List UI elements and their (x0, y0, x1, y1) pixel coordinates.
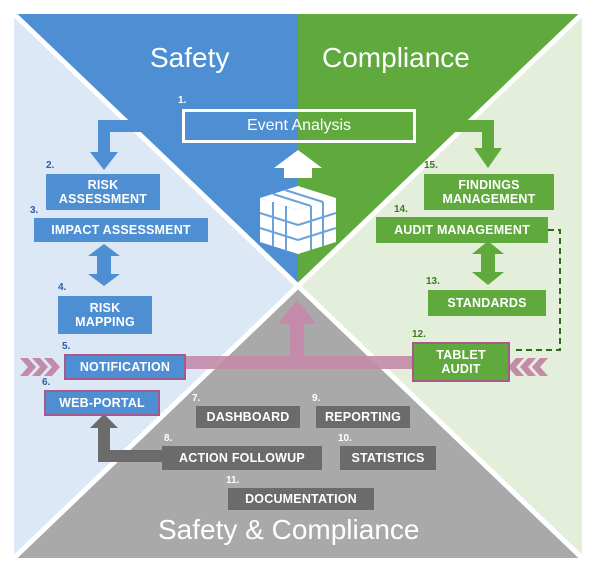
notification-box[interactable]: NOTIFICATION (64, 354, 186, 380)
risk-assessment-box[interactable]: RISK ASSESSMENT (46, 174, 160, 210)
event-analysis-box[interactable]: Event Analysis (182, 109, 416, 143)
double-arrow-blue (88, 244, 120, 286)
action-followup-box[interactable]: ACTION FOLLOWUP (162, 446, 322, 470)
pink-up-shaft (290, 322, 304, 362)
risk-mapping-box[interactable]: RISK MAPPING (58, 296, 152, 334)
step-number: 12. (412, 329, 426, 340)
dashed-connector (512, 229, 561, 351)
divider-line (12, 12, 584, 560)
right-chevrons (508, 358, 548, 376)
reporting-box[interactable]: REPORTING (316, 406, 410, 428)
step-number: 11. (226, 475, 240, 486)
left-chevrons (20, 358, 60, 376)
findings-management-box[interactable]: FINDINGS MANAGEMENT (424, 174, 554, 210)
arrow-to-findings (416, 120, 494, 152)
step-number: 10. (338, 433, 352, 444)
step-number: 6. (42, 377, 51, 388)
step-number: 1. (178, 95, 187, 106)
step-number: 2. (46, 160, 55, 171)
safety-title: Safety (150, 42, 230, 73)
arrow-to-web-portal (98, 424, 162, 462)
step-number: 3. (30, 205, 39, 216)
double-arrow-green (472, 241, 504, 285)
step-number: 15. (424, 160, 438, 171)
compliance-title: Compliance (322, 42, 470, 73)
arrow-to-risk-assessment (98, 120, 182, 158)
arrow-head (474, 148, 502, 168)
step-number: 14. (394, 204, 408, 215)
web-portal-box[interactable]: WEB-PORTAL (44, 390, 160, 416)
cube-icon (259, 186, 337, 254)
arrow-head (90, 152, 118, 170)
step-number: 13. (426, 276, 440, 287)
tablet-audit-box[interactable]: TABLET AUDIT (412, 342, 510, 382)
safety-compliance-title: Safety & Compliance (158, 514, 420, 545)
statistics-box[interactable]: STATISTICS (340, 446, 436, 470)
standards-box[interactable]: STANDARDS (428, 290, 546, 316)
right-panel (298, 14, 582, 558)
arrow-head (90, 414, 118, 428)
dashboard-box[interactable]: DASHBOARD (196, 406, 300, 428)
step-number: 5. (62, 341, 71, 352)
step-number: 9. (312, 393, 321, 404)
left-panel (14, 14, 298, 558)
pink-up-arrowhead (278, 300, 316, 324)
pink-connector (186, 356, 412, 369)
step-number: 7. (192, 393, 201, 404)
up-arrow-white (274, 150, 322, 178)
audit-management-box[interactable]: AUDIT MANAGEMENT (376, 217, 548, 243)
documentation-box[interactable]: DOCUMENTATION (228, 488, 374, 510)
step-number: 8. (164, 433, 173, 444)
impact-assessment-box[interactable]: IMPACT ASSESSMENT (34, 218, 208, 242)
step-number: 4. (58, 282, 67, 293)
